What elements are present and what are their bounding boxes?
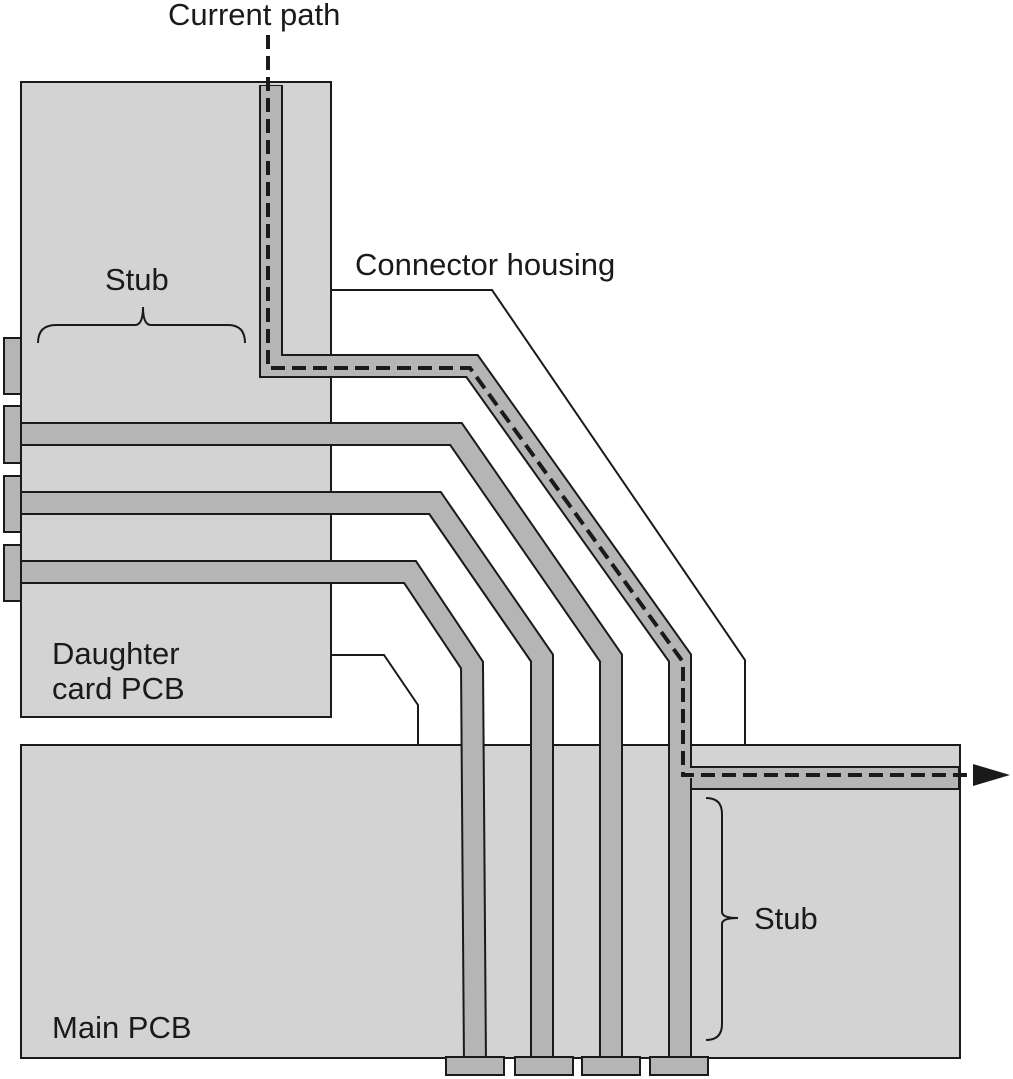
label-connector-housing: Connector housing xyxy=(355,247,615,282)
connector-pin-1 xyxy=(3,85,960,1076)
stub-brace-daughter xyxy=(37,306,246,344)
connector-pin-4 xyxy=(3,544,505,1076)
label-main-pcb: Main PCB xyxy=(52,1010,192,1045)
connector-housing-outline-lower xyxy=(331,654,419,745)
pin-2-daughter-pad xyxy=(3,405,22,464)
label-current-path: Current path xyxy=(168,0,340,32)
pin-2-main-pad xyxy=(581,1056,641,1076)
connector-pin-3 xyxy=(3,475,574,1076)
connector-housing-outline xyxy=(331,289,746,745)
label-stub-main: Stub xyxy=(754,901,818,936)
current-path-arrowhead xyxy=(973,764,1010,786)
pin-3-daughter-pad xyxy=(3,475,22,533)
label-stub-daughter: Stub xyxy=(105,262,169,297)
stub-brace-main xyxy=(705,797,739,1041)
connector-pin-2 xyxy=(3,405,641,1076)
label-daughter-line1: Daughter xyxy=(52,636,180,671)
main-pcb xyxy=(20,744,961,1059)
pin-1-main-pad xyxy=(649,1056,709,1076)
pin-3-main-pad xyxy=(514,1056,574,1076)
daughter-card-pcb xyxy=(20,81,332,718)
pin-4-daughter-pad xyxy=(3,544,22,602)
label-daughter-line2: card PCB xyxy=(52,671,185,706)
pin-4-main-pad xyxy=(445,1056,505,1076)
current-path-line xyxy=(266,35,975,777)
pin-1-daughter-pad xyxy=(3,337,22,395)
